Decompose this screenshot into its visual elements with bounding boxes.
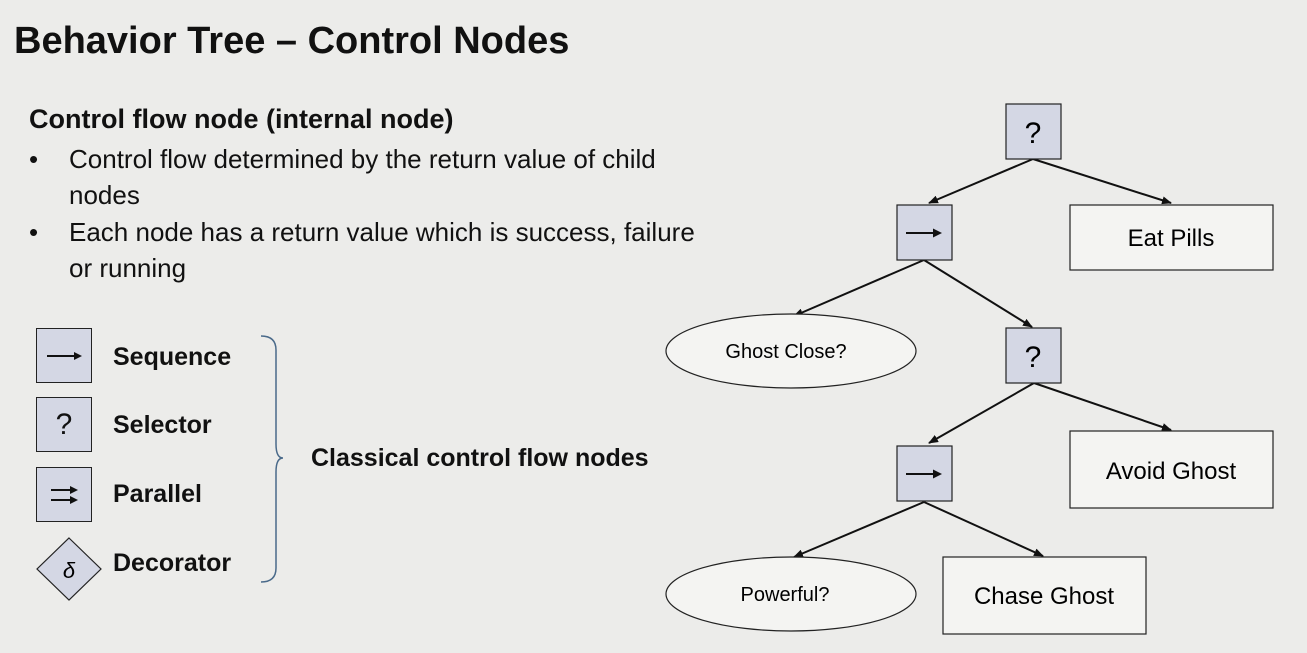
- selector-node: ?: [1005, 327, 1062, 384]
- action-node-chase-ghost: Chase Ghost: [942, 556, 1147, 635]
- arrow-right-icon: [906, 469, 942, 479]
- ghost-close-label: Ghost Close?: [725, 341, 846, 363]
- legend-label-selector: Selector: [113, 411, 212, 439]
- question-mark-icon: ?: [55, 407, 73, 441]
- bullet-text: Control flow determined by the return va…: [69, 144, 656, 210]
- edge-selector2-to-avoid-ghost: [1033, 382, 1172, 431]
- tree-edges: [793, 158, 1172, 558]
- double-arrow-right-icon: [51, 485, 78, 504]
- edge-sequence2-to-chase-ghost: [923, 501, 1044, 557]
- action-node-avoid-ghost: Avoid Ghost: [1069, 430, 1274, 509]
- edge-sequence1-to-selector2: [923, 259, 1033, 328]
- bullet-marker: •: [29, 144, 39, 174]
- decorator-node-icon: δ: [36, 537, 102, 601]
- root-selector-node: ?: [1005, 103, 1062, 160]
- edge-sequence2-to-powerful: [793, 501, 925, 558]
- question-mark-icon: ?: [1025, 341, 1042, 374]
- sequence-node: [896, 204, 953, 261]
- classical-control-flow-label: Classical control flow nodes: [311, 444, 649, 472]
- legend-label-sequence: Sequence: [113, 343, 232, 371]
- bullet-list: • Control flow determined by the return …: [29, 141, 729, 287]
- question-mark-icon: ?: [1025, 117, 1042, 150]
- legend-label-decorator: Decorator: [113, 549, 232, 577]
- edge-root-to-eat-pills: [1032, 158, 1172, 205]
- condition-node-ghost-close: Ghost Close?: [665, 313, 917, 389]
- selector-node-icon: ?: [36, 397, 92, 452]
- avoid-ghost-label: Avoid Ghost: [1106, 458, 1237, 485]
- bullet-item: • Each node has a return value which is …: [29, 214, 729, 286]
- sequence-node-icon: [36, 328, 92, 383]
- edge-selector2-to-sequence2: [928, 382, 1035, 444]
- sequence-node: [896, 445, 953, 502]
- section-heading: Control flow node (internal node): [29, 104, 454, 134]
- legend-label-parallel: Parallel: [113, 480, 202, 508]
- bullet-item: • Control flow determined by the return …: [29, 141, 729, 213]
- powerful-label: Powerful?: [741, 584, 830, 606]
- eat-pills-label: Eat Pills: [1128, 225, 1215, 252]
- bullet-marker: •: [29, 217, 39, 247]
- chase-ghost-label: Chase Ghost: [974, 583, 1114, 610]
- edge-root-to-sequence1: [928, 158, 1034, 204]
- condition-node-powerful: Powerful?: [665, 556, 917, 632]
- bullet-text: Each node has a return value which is su…: [69, 217, 695, 283]
- arrow-right-icon: [47, 351, 82, 360]
- page-title: Behavior Tree – Control Nodes: [14, 20, 570, 62]
- edge-sequence1-to-ghost-close: [793, 259, 925, 317]
- legend-brace: [260, 335, 284, 583]
- action-node-eat-pills: Eat Pills: [1069, 204, 1274, 271]
- arrow-right-icon: [906, 228, 942, 238]
- parallel-node-icon: [36, 467, 92, 522]
- delta-symbol: δ: [63, 558, 76, 583]
